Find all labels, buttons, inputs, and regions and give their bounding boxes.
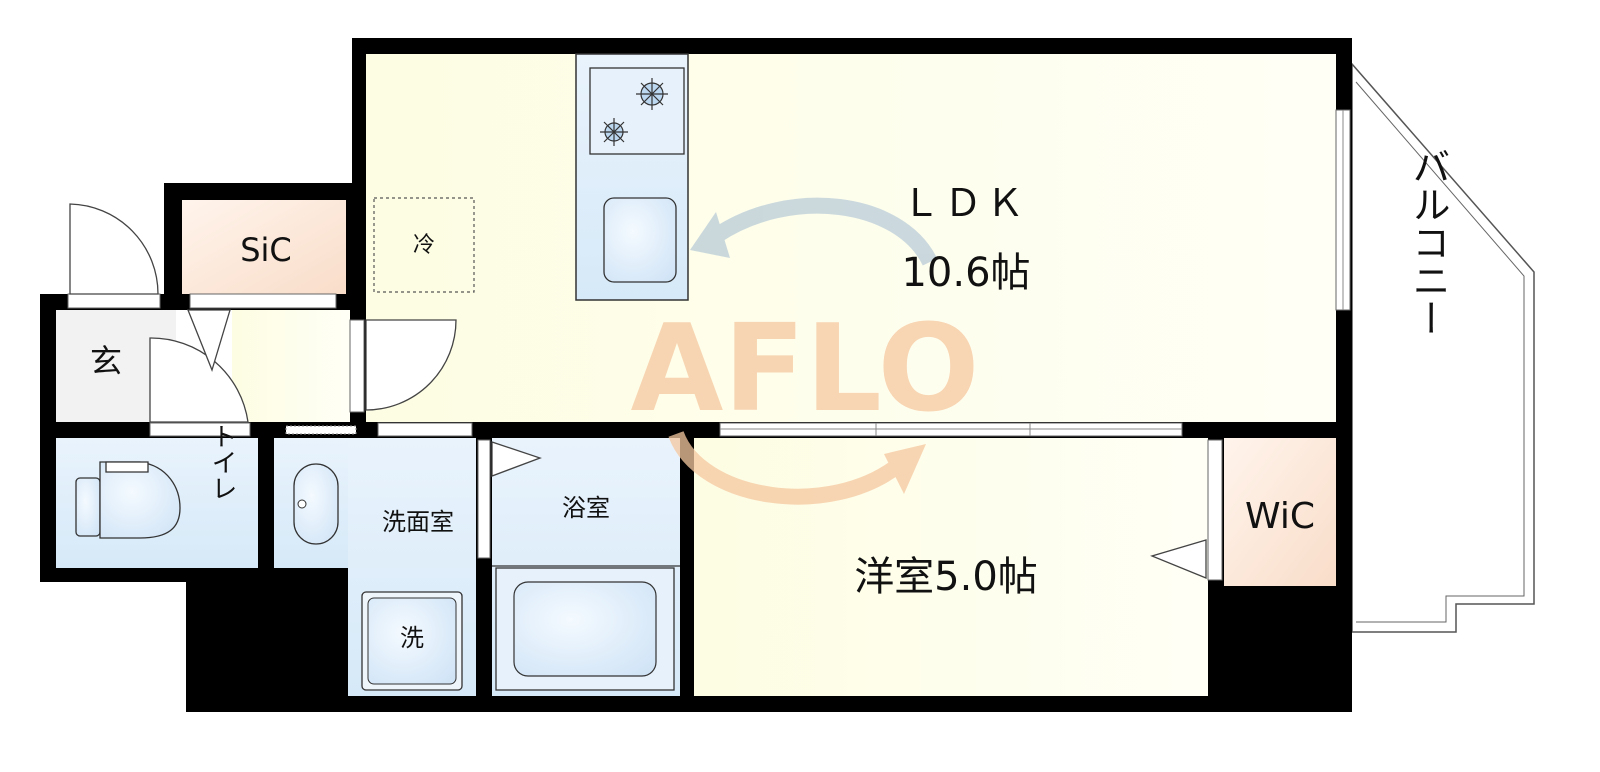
wic-door-swing	[1150, 539, 1207, 579]
fridge-space	[373, 197, 475, 293]
wic-label: WiC	[1245, 496, 1315, 537]
entrance-label: 玄	[90, 342, 122, 380]
ldk-size-label: 10.6帖	[901, 250, 1030, 296]
ldk-name-label: ＬＤＫ	[902, 181, 1028, 225]
balcony-label: バルコニー	[1406, 147, 1450, 337]
bathtub-inner	[513, 581, 657, 677]
burner-icon-small	[600, 118, 628, 146]
ldk-floor	[366, 54, 1336, 422]
washer-pan-inner	[367, 597, 457, 685]
watermark-arrow-top	[711, 197, 938, 266]
toilet-label: トイレ	[207, 423, 237, 501]
western-room-floor	[694, 438, 1208, 696]
hallway-floor	[232, 310, 350, 422]
washroom-door-strip	[377, 422, 473, 437]
bathroom-label: 浴室	[562, 494, 610, 522]
toilet-icon	[75, 461, 181, 539]
balcony-inner-outline	[1355, 81, 1525, 623]
door-swings	[69, 203, 1207, 579]
entrance-door-swing	[69, 203, 159, 295]
vanity-drain	[297, 499, 307, 509]
entrance-door-strip	[67, 293, 161, 309]
sic-floor	[182, 200, 346, 294]
watermark-text: AFLO	[630, 300, 979, 439]
toilet-door-strip	[149, 422, 251, 437]
sic-label: SiC	[240, 231, 292, 269]
hall-small-door-swing	[187, 309, 231, 372]
burner-icon	[636, 78, 668, 110]
vanity-top-strip	[285, 425, 357, 435]
kitchen-sink	[603, 197, 677, 283]
wic-floor	[1224, 438, 1336, 586]
watermark-arrowhead-bottom	[884, 444, 926, 494]
watermark-arrow-bottom	[668, 430, 905, 505]
watermark-arrowhead-top	[690, 212, 730, 258]
washroom-label: 洗面室	[382, 508, 454, 536]
vanity-basin	[293, 463, 339, 545]
washer-label: 洗	[400, 624, 424, 652]
ldk-door-swing	[365, 319, 457, 411]
bath-door-strip	[477, 439, 491, 559]
watermark: AFLO	[630, 197, 980, 505]
fridge-label: 冷	[413, 233, 435, 258]
bath-door-swing	[491, 441, 542, 477]
sic-door-strip	[189, 293, 337, 309]
western-room-label: 洋室5.0帖	[854, 554, 1038, 600]
wic-door-strip	[1207, 439, 1223, 581]
ldk-door-strip	[349, 319, 365, 413]
